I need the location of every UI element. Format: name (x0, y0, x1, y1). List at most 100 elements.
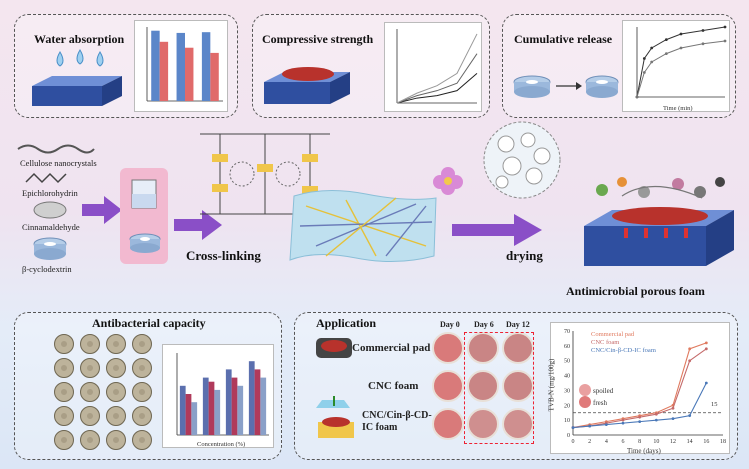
cr-point (723, 25, 727, 29)
wa-bar (185, 47, 194, 101)
ab-bar (214, 389, 221, 435)
product-label: Antimicrobial porous foam (566, 284, 705, 298)
compressive-strength-chart (384, 22, 482, 112)
tv-point (588, 424, 592, 428)
cr-point (701, 42, 705, 46)
meat-sample-dish (432, 332, 464, 364)
tv-point (704, 341, 708, 345)
tv-ytick-label: 40 (564, 374, 570, 380)
wa-bar (201, 32, 211, 101)
tvbn-xlabel: Time (days) (627, 447, 661, 455)
cumulative-release-title: Cumulative release (514, 32, 613, 46)
application-title: Application (316, 316, 377, 330)
sample-label-commercial-pad: Commercial pad (352, 342, 431, 354)
beaker-icon (131, 179, 157, 209)
ab-bar (248, 361, 255, 435)
antibacterial-title: Antibacterial capacity (92, 316, 206, 330)
water-drops-icon (56, 49, 104, 67)
day-label-0: Day 0 (440, 320, 460, 329)
tv-point (688, 347, 692, 351)
meat-on-foam-icon (264, 67, 350, 104)
microbes-icon (596, 177, 725, 199)
meat-sample-dish (467, 408, 499, 440)
petri-dish (132, 358, 152, 378)
wa-bar (176, 32, 185, 101)
tv-point (671, 417, 675, 421)
petri-dish (106, 406, 126, 426)
cr-point (723, 39, 727, 43)
crosslinking-label: Cross-linking (186, 248, 261, 263)
tv-point (621, 421, 625, 425)
tv-xtick-label: 18 (720, 439, 726, 445)
day-label-12: Day 12 (506, 320, 530, 329)
tv-xtick-label: 2 (588, 439, 591, 445)
petri-dish (80, 358, 100, 378)
material-label-cinnamaldehyde: Cinnamaldehyde (22, 222, 80, 232)
tv-ytick-label: 70 (564, 329, 570, 335)
petri-dish (54, 430, 74, 450)
petri-dish (80, 334, 100, 354)
ab-bar (254, 369, 261, 435)
tv-fresh-meat-icon (579, 396, 591, 408)
highlight-box (464, 332, 534, 444)
beta-cyclodextrin-icon (33, 237, 67, 260)
petri-dish (132, 334, 152, 354)
petri-dish (54, 358, 74, 378)
tvbn-legend-1: CNC foam (591, 339, 620, 346)
tv-xtick-label: 10 (653, 439, 659, 445)
petri-dish (54, 382, 74, 402)
cumulative-release-chart: Time (min) (622, 20, 730, 112)
material-label-epichlorohydrin: Epichlorohydrin (22, 188, 78, 198)
meat-sample-dish (467, 332, 499, 364)
foam-block-icon (32, 76, 122, 106)
day-label-6: Day 6 (474, 320, 494, 329)
tv-ytick-label: 30 (564, 388, 570, 394)
arrow-materials-icon (82, 196, 122, 224)
cnc-cin-foam-icon (318, 417, 354, 438)
cinnamaldehyde-icon (33, 201, 67, 219)
petri-dish (132, 382, 152, 402)
material-label-beta-cyclodextrin: β-cyclodextrin (22, 264, 72, 274)
wa-bar (159, 41, 169, 101)
meat-sample-dish (502, 408, 534, 440)
tv-point (671, 406, 675, 410)
tv-point (638, 415, 642, 419)
crosslink-network-icon (200, 133, 330, 215)
compressive-strength-title: Compressive strength (262, 32, 374, 46)
ab-bar (260, 377, 267, 435)
petri-dish (132, 406, 152, 426)
ab-bar (202, 377, 209, 435)
wa-bar (151, 30, 160, 102)
petri-dish (54, 406, 74, 426)
petri-dish (106, 334, 126, 354)
tv-xtick-label: 0 (572, 439, 575, 445)
tvbn-ylabel: TVB-N (mg/100g) (547, 358, 556, 412)
tv-point (621, 418, 625, 422)
tv-ytick-label: 10 (564, 418, 570, 424)
tv-point (654, 418, 658, 422)
arrow-drying-icon (452, 214, 542, 246)
cellulose-nanocrystal-icon (17, 144, 95, 154)
tv-spoiled-meat-icon (579, 384, 591, 396)
tv-ytick-label: 0 (567, 433, 570, 439)
drying-label: drying (506, 248, 543, 263)
cr-point (642, 57, 646, 60)
cs-line (396, 33, 478, 104)
cumulative-release-xlabel: Time (min) (663, 105, 693, 112)
sample-label-cnc-foam: CNC foam (368, 380, 419, 392)
tv-point (638, 420, 642, 424)
tvbn-legend-2: CNC/Cin-β-CD-IC foam (591, 347, 656, 354)
antimicrobial-foam-icon (584, 207, 734, 266)
tvbn-annot-spoiled: spoiled (593, 387, 614, 395)
tv-xtick-label: 4 (605, 439, 608, 445)
antibacterial-chart-xlabel: Concentration (%) (197, 441, 246, 448)
cr-point (642, 71, 646, 74)
petri-dish (80, 382, 100, 402)
cr-point (679, 32, 683, 36)
cr-point (679, 46, 683, 50)
ab-bar (237, 385, 244, 435)
tv-point (654, 412, 658, 416)
tv-point (688, 359, 692, 363)
flower-icon (433, 167, 463, 195)
arrow-crosslinking-icon (174, 210, 222, 240)
